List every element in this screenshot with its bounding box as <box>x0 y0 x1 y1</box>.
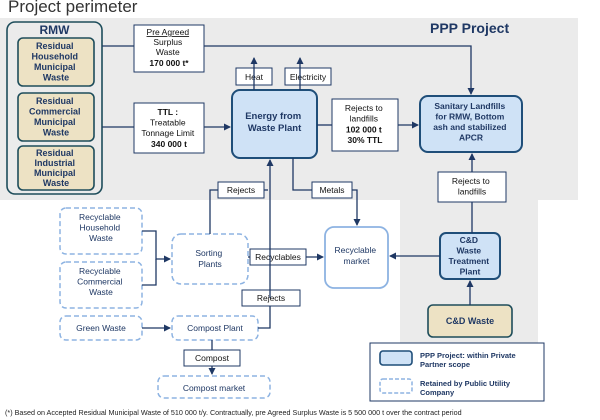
recyclables-label: Recyclables <box>255 252 301 262</box>
sanitary-landfills-label: Sanitary Landfills for RMW, Bottom ash a… <box>433 101 509 143</box>
cd-waste-treatment-plant: C&D Waste Treatment Plant <box>439 232 501 280</box>
cd-waste-box: C&D Waste <box>427 304 513 338</box>
arrow-surplus-to-sanitary <box>204 45 475 95</box>
compost-plant-label: Compost Plant <box>187 323 243 333</box>
energy-from-waste-plant: Energy from Waste Plant <box>231 89 318 159</box>
cd-rejects-landfills-label: Rejects to landfills <box>452 176 492 197</box>
rejects-landfills-quantity-box: Rejects to landfills 102 000 t 30% TTL <box>331 98 399 152</box>
recyclable-market-box: Recyclable market <box>324 226 389 289</box>
page-title: Project perimeter <box>8 0 138 16</box>
rmw-industrial-label: Residual Industrial Municipal Waste <box>34 148 78 188</box>
ttl-box: TTL : Treatable Tonnage Limit 340 000 t <box>133 102 205 154</box>
rmw-title: RMW <box>40 23 71 37</box>
compost-market-box <box>157 375 271 399</box>
arrow-metals-to-market <box>352 189 361 226</box>
legend: PPP Project: within Private Partner scop… <box>369 342 545 402</box>
green-waste-box <box>59 315 143 341</box>
electricity-box <box>284 67 332 86</box>
recyclable-household-label: Recyclable Household Waste <box>79 212 123 243</box>
surplus-waste-label: Pre Agreed Surplus Waste 170 000 t* <box>147 27 192 68</box>
rmw-group <box>6 21 103 195</box>
legend-ppp-label: PPP Project: within Private Partner scop… <box>420 351 518 369</box>
rejects-landfills-quantity-label: Rejects to landfills 102 000 t 30% TTL <box>345 103 385 145</box>
recyclable-market-label: Recyclable market <box>335 245 379 266</box>
rejects-lower-label: Rejects <box>257 293 285 303</box>
arrow-commercial-to-sorting <box>142 259 157 286</box>
arrow-household-to-sorting <box>142 230 171 263</box>
sorting-plants-box: Sorting Plants <box>171 233 249 285</box>
legend-ppp-swatch <box>379 350 413 366</box>
legend-public-label: Retained by Public Utility Company <box>420 379 512 397</box>
compost-label: Compost <box>195 353 230 363</box>
footnote: (*) Based on Accepted Residual Municipal… <box>5 408 462 417</box>
cd-waste-label: C&D Waste <box>446 316 494 326</box>
ppp-project-label: PPP Project <box>430 20 509 36</box>
rmw-household-label: Residual Household Municipal Waste <box>31 41 80 83</box>
cd-plant-label: C&D Waste Treatment Plant <box>449 235 492 277</box>
energy-plant-label: Energy from Waste Plant <box>245 111 304 134</box>
rmw-industrial-box: Residual Industrial Municipal Waste <box>17 145 95 191</box>
rmw-commercial-label: Residual Commercial Municipal Waste <box>29 96 83 138</box>
recyclable-household-box: Recyclable Household Waste <box>59 207 143 255</box>
arrow-energy-to-metals <box>292 158 312 191</box>
green-waste-label: Green Waste <box>76 323 126 333</box>
metals-label: Metals <box>319 185 344 195</box>
legend-public-swatch <box>379 378 413 394</box>
recyclable-commercial-box: Recyclable Commercial Waste <box>59 261 143 309</box>
rmw-household-box: Residual Household Municipal Waste <box>17 37 95 87</box>
ttl-label: TTL : Treatable Tonnage Limit 340 000 t <box>141 107 196 149</box>
arrow-sorting-to-rejects <box>209 189 218 234</box>
recyclable-commercial-label: Recyclable Commercial Waste <box>77 266 125 297</box>
electricity-label: Electricity <box>290 72 327 82</box>
rejects-top-label: Rejects <box>227 185 255 195</box>
arrow-compost-to-rejects <box>258 306 271 329</box>
flow-arrows <box>102 45 476 375</box>
compost-market-label: Compost market <box>183 383 246 393</box>
rejects-lower-box <box>241 289 301 307</box>
sorting-plants-label: Sorting Plants <box>195 248 224 269</box>
sanitary-landfills-box: Sanitary Landfills for RMW, Bottom ash a… <box>419 95 523 153</box>
rmw-commercial-box: Residual Commercial Municipal Waste <box>17 92 95 142</box>
cd-rejects-landfills-box: Rejects to landfills <box>437 171 507 203</box>
surplus-waste-box: Pre Agreed Surplus Waste 170 000 t* <box>133 24 205 73</box>
